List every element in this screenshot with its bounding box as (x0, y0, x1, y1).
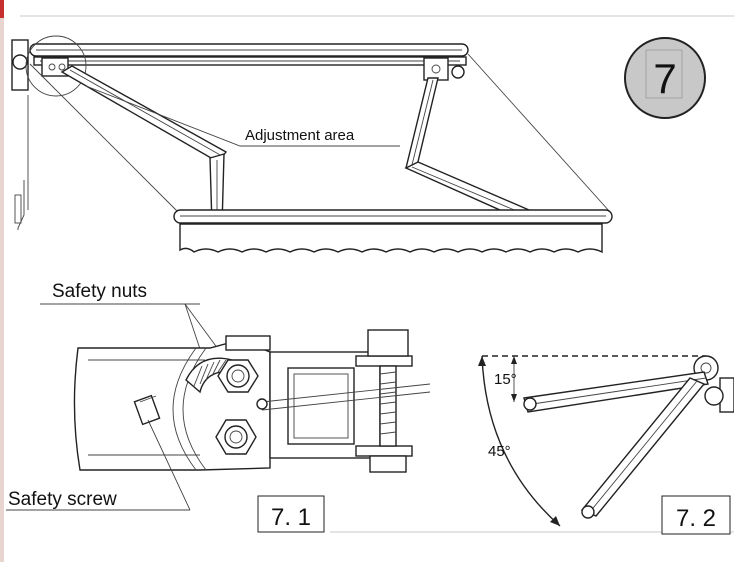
screw-leader (147, 419, 191, 511)
angle-45-label: 45° (488, 443, 511, 460)
fabric-left-edge (29, 63, 179, 213)
top-clamp-nut (367, 329, 409, 357)
valance (179, 223, 603, 254)
awning-diagram: Adjustment area (11, 35, 613, 254)
detail-arm-angle: 15° 45° 7. 2 (478, 355, 734, 535)
safety-nuts-label: Safety nuts (52, 281, 147, 302)
figure-7-1-number: 7. 1 (271, 504, 311, 531)
left-arm (60, 65, 228, 235)
right-shoulder (423, 57, 449, 81)
bottom-clamp-nut (369, 455, 407, 473)
adjustment-area-circle (25, 35, 87, 97)
step-number: 7 (653, 55, 676, 102)
detail-safety-nuts: Safety nuts (6, 281, 431, 533)
page-left-edge (0, 0, 4, 562)
callout-leader (85, 85, 400, 147)
angle-arc (481, 355, 561, 527)
page-corner-mark (0, 0, 4, 18)
safety-nut-lower (215, 419, 257, 455)
figure-7-2-number: 7. 2 (676, 505, 716, 532)
angle-15-label: 15° (494, 371, 517, 388)
step-badge: 7 (624, 37, 706, 119)
bracket-bolt (12, 54, 28, 70)
figure-7-1-box (257, 495, 325, 533)
figure-7-2-box (661, 495, 731, 535)
safety-screw-label: Safety screw (8, 489, 117, 510)
crank-grip (14, 194, 22, 224)
safety-nut-upper (217, 359, 259, 393)
step-badge-circle (624, 37, 706, 119)
threaded-rod (379, 365, 397, 447)
fabric-right-edge (467, 53, 611, 213)
adjustment-area-label: Adjustment area (245, 127, 355, 144)
front-bar (173, 209, 613, 224)
safety-screw (133, 394, 161, 426)
